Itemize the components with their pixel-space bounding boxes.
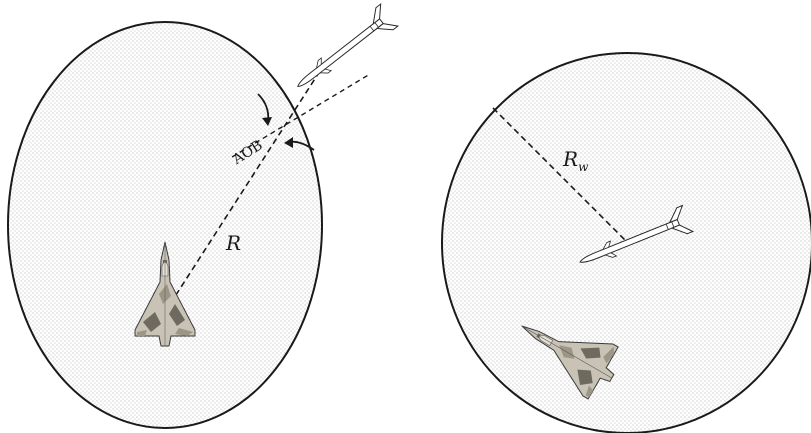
- engagement-envelope-left: [7, 21, 323, 429]
- right-panel: Rw: [441, 52, 811, 433]
- left-panel: AOB R: [7, 3, 399, 429]
- weapon-radius-line: [492, 107, 627, 242]
- weapon-radius-label: Rw: [562, 147, 589, 174]
- aob-arc-upper-arrowhead: [262, 117, 272, 126]
- missile-icon-left: [288, 3, 399, 99]
- range-line: [164, 73, 319, 313]
- range-label: R: [225, 231, 241, 255]
- aob-arc-lower-arrowhead: [284, 137, 293, 148]
